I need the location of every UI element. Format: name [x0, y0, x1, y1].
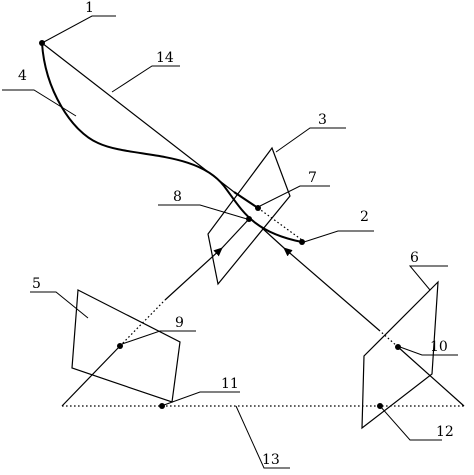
- label-14: 14: [156, 50, 174, 66]
- leader-2: [303, 230, 374, 243]
- point-7: [255, 205, 261, 211]
- label-7: 7: [308, 170, 317, 186]
- leader-7: [259, 185, 330, 207]
- right-ray-end: [261, 227, 285, 249]
- left-ray-upper: [164, 247, 223, 301]
- left-ray-hidden: [119, 299, 166, 347]
- label-9: 9: [175, 315, 184, 331]
- point-2: [299, 239, 305, 245]
- right-ray-lower: [397, 346, 465, 407]
- label-1: 1: [85, 0, 94, 16]
- leader-14: [111, 65, 180, 93]
- right-image-plane: [361, 280, 439, 430]
- left-ray-lower: [61, 345, 121, 407]
- label-5: 5: [32, 276, 41, 292]
- light-plane: [207, 146, 291, 286]
- leader-10: [399, 346, 458, 356]
- right-ray-upper: [283, 247, 381, 332]
- label-6: 6: [410, 250, 419, 266]
- leader-12: [379, 405, 442, 441]
- point-11: [159, 403, 165, 409]
- leader-8: [158, 204, 248, 220]
- label-2: 2: [360, 209, 369, 225]
- label-8: 8: [173, 189, 182, 205]
- left-ray-end: [221, 218, 250, 249]
- straight-segment-inside-plane: [233, 191, 259, 209]
- leader-4: [2, 89, 77, 117]
- label-4: 4: [18, 68, 27, 84]
- point-8: [246, 216, 252, 222]
- label-12: 12: [436, 424, 454, 440]
- right-ray-hidden: [379, 330, 399, 348]
- left-image-plane: [71, 289, 181, 403]
- leader-13: [235, 405, 290, 469]
- point-9: [117, 343, 123, 349]
- label-10: 10: [430, 339, 448, 355]
- leader-11: [163, 391, 240, 406]
- leader-5: [30, 291, 89, 319]
- straight-segment-hidden: [257, 207, 303, 241]
- label-11: 11: [221, 376, 239, 392]
- label-13: 13: [262, 452, 280, 468]
- point-10: [395, 344, 401, 350]
- leader-9: [121, 330, 196, 345]
- leader-3: [275, 127, 346, 153]
- leader-1: [41, 15, 116, 44]
- leader-6: [408, 265, 448, 291]
- label-3: 3: [318, 112, 327, 128]
- straight-segment: [41, 42, 235, 193]
